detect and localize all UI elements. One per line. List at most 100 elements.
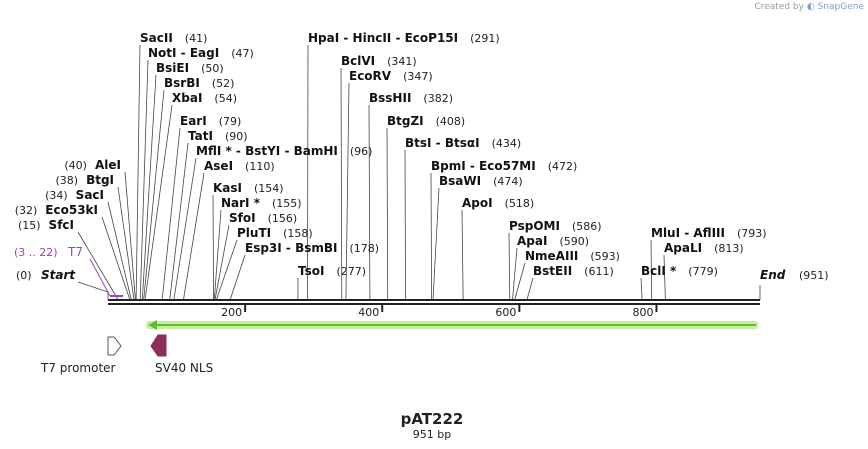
site-position: (41) xyxy=(185,32,208,45)
site-position: (96) xyxy=(350,145,373,158)
site-line xyxy=(135,44,141,301)
site-line xyxy=(212,194,214,301)
site-name: HpaI - HincII - EcoP15I xyxy=(308,31,458,45)
site-label: BclI *(779) xyxy=(641,264,718,278)
site-line xyxy=(508,232,511,301)
site-position: (518) xyxy=(505,197,535,210)
primer-leader xyxy=(89,258,111,297)
site-position: (52) xyxy=(212,77,235,90)
site-name: BsaWI xyxy=(439,174,481,188)
site-label: BssHII(382) xyxy=(369,91,453,105)
site-position: (38) xyxy=(55,174,78,187)
site-label: Esp3I - BsmBI(178) xyxy=(245,241,379,255)
site-label: KasI(154) xyxy=(213,181,284,195)
site-label: Eco53kI (32) xyxy=(15,203,98,217)
site-label: XbaI (54) xyxy=(172,91,237,105)
site-position: (472) xyxy=(548,160,578,173)
site-label: MflI * - BstYI - BamHI(96) xyxy=(196,144,372,158)
site-label: BsaWI(474) xyxy=(439,174,523,188)
site-line xyxy=(107,201,132,301)
site-name: NotI - EagI xyxy=(148,46,219,60)
site-name: AseI xyxy=(204,159,233,173)
site-position: (593) xyxy=(590,250,620,263)
site-name: BstEII xyxy=(533,264,572,278)
feature-label: SV40 NLS xyxy=(155,361,213,375)
feature-layer: T7 promoter SV40 NLS xyxy=(40,334,213,375)
feature-label: T7 promoter xyxy=(40,361,116,375)
snapgene-logo: ◐ xyxy=(806,2,815,12)
site-position: (590) xyxy=(559,235,589,248)
site-line xyxy=(161,127,181,301)
site-line xyxy=(173,157,197,301)
site-name: TsoI xyxy=(298,264,324,278)
site-name: BsrBI xyxy=(164,76,200,90)
site-name: BclI * xyxy=(641,264,677,278)
site-label: BtgI(38) xyxy=(55,173,114,187)
site-line xyxy=(404,149,406,301)
site-label: BpmI - Eco57MI(472) xyxy=(431,159,577,173)
site-label: AleI(40) xyxy=(64,158,121,172)
site-name: ApoI xyxy=(462,196,493,210)
orf-arrowhead xyxy=(148,320,157,330)
site-name: KasI xyxy=(213,181,242,195)
site-label: ApaI (590) xyxy=(517,234,589,248)
site-name: XbaI xyxy=(172,91,202,105)
site-position: (54) xyxy=(214,92,237,105)
site-name: MluI - AflIII xyxy=(651,226,725,240)
site-line xyxy=(461,209,464,301)
credit-prefix: Created by xyxy=(754,2,804,12)
site-position: (47) xyxy=(231,47,254,60)
site-name: NarI * xyxy=(221,196,261,210)
site-label: BtsI - BtsαI(434) xyxy=(405,136,521,150)
site-name: TatI xyxy=(188,129,213,143)
site-name: SacII xyxy=(140,31,173,45)
end-label: End(951) xyxy=(760,268,829,282)
site-line xyxy=(514,262,526,301)
site-position: (90) xyxy=(225,130,248,143)
plasmid-length: 951 bp xyxy=(413,428,451,441)
site-label: SacI(34) xyxy=(45,188,104,202)
end-name: End xyxy=(760,268,786,282)
site-line xyxy=(512,247,518,301)
primer-name: T7 xyxy=(67,245,83,259)
site-line xyxy=(345,82,350,301)
site-label: EarI(79) xyxy=(180,114,241,128)
site-label: TsoI(277) xyxy=(298,264,366,278)
orf-layer xyxy=(146,320,758,330)
site-line xyxy=(144,104,173,301)
snapgene-credit: Created by ◐ SnapGene xyxy=(754,2,864,12)
site-name: NmeAIII xyxy=(525,249,578,263)
site-label: BsrBI (52) xyxy=(164,76,234,90)
plasmid-name: pAT222 xyxy=(401,410,464,428)
site-line xyxy=(169,142,189,301)
site-name: ApaI xyxy=(517,234,547,248)
site-label: EcoRV(347) xyxy=(349,69,433,83)
site-label: NarI * (155) xyxy=(221,196,302,210)
site-position: (40) xyxy=(64,159,87,172)
site-name: SacI xyxy=(76,188,104,202)
site-position: (408) xyxy=(436,115,466,128)
site-line xyxy=(215,239,238,301)
site-line xyxy=(526,277,534,301)
site-line xyxy=(143,89,165,301)
primer-range: (3 .. 22) xyxy=(14,246,58,259)
site-position: (155) xyxy=(272,197,302,210)
site-position: (79) xyxy=(219,115,242,128)
site-line xyxy=(101,216,131,301)
site-position: (156) xyxy=(268,212,298,225)
primer-layer: (3 .. 22) T7 xyxy=(14,245,124,297)
site-line xyxy=(640,277,643,301)
site-name: Eco53kI xyxy=(45,203,98,217)
title-layer: pAT222 951 bp xyxy=(401,410,464,441)
site-label: BstEII(611) xyxy=(533,264,614,278)
site-label: SfoI(156) xyxy=(229,211,297,225)
site-name: BtgZI xyxy=(387,114,424,128)
site-line xyxy=(650,239,653,301)
site-label: NmeAIII (593) xyxy=(525,249,620,263)
site-label: ApoI (518) xyxy=(462,196,534,210)
site-name: EcoRV xyxy=(349,69,392,83)
t7-promoter-arrow xyxy=(107,336,122,356)
site-position: (32) xyxy=(15,204,38,217)
site-line xyxy=(214,224,230,301)
